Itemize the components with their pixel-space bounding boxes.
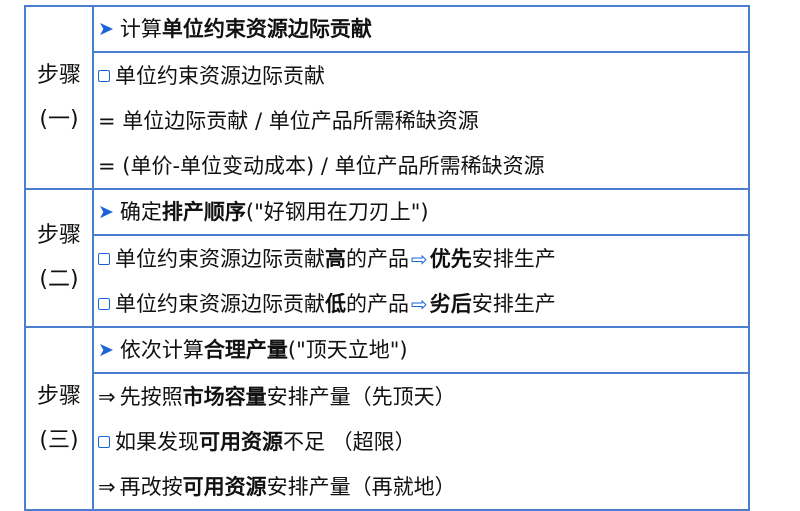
step3-line-1-c: 安排产量（先顶天） (266, 384, 456, 409)
step1-heading-row: 步骤 (一) ➤ 计算单位约束资源边际贡献 (24, 5, 750, 190)
step2-line-2-b: 低 (325, 291, 346, 316)
step3-label: 步骤 (三) (24, 326, 94, 511)
step3-heading-post: ("顶天立地") (287, 338, 408, 362)
step1-line-3: = (单价-单位变动成本) / 单位产品所需稀缺资源 (98, 143, 748, 188)
step2-line-2-d: 劣后 (429, 291, 472, 316)
arrowhead-bullet-icon: ➤ (98, 201, 114, 223)
step3-line-3-c: 安排产量（再就地） (266, 474, 456, 499)
step3-label-top: 步骤 (36, 383, 81, 409)
step3-heading-cell: ➤ 依次计算合理产量 ("顶天立地") (92, 326, 750, 374)
step1-heading-pre: 计算 (119, 17, 162, 41)
step3-line-1-b: 市场容量 (182, 384, 267, 409)
step2-heading-bold: 排产顺序 (161, 200, 246, 224)
step1-label: 步骤 (一) (24, 5, 94, 190)
step2-heading-post: ("好钢用在刀刃上") (245, 200, 429, 224)
step2-heading-pre: 确定 (119, 200, 162, 224)
step2-line-1-d: 优先 (429, 246, 472, 271)
step1-line-2-text: = 单位边际贡献 / 单位产品所需稀缺资源 (98, 108, 479, 133)
step2-heading-row: 步骤 (二) ➤ 确定排产顺序 ("好钢用在刀刃上") (24, 188, 750, 328)
step2-label-bottom: (二) (39, 267, 79, 292)
step1-body-row: 单位约束资源边际贡献 = 单位边际贡献 / 单位产品所需稀缺资源 = (单价-单… (25, 51, 750, 190)
step2-label: 步骤 (二) (24, 188, 94, 328)
step2-line-1-c: 的产品 (346, 246, 409, 271)
square-bullet-icon (98, 69, 110, 82)
step1-line-1-text: 单位约束资源边际贡献 (115, 63, 325, 88)
square-bullet-icon (98, 252, 110, 265)
hollow-right-arrow-icon: ⇨ (411, 291, 428, 316)
step3-line-2: 如果发现可用资源不足 （超限） (98, 419, 748, 464)
step1-line-3-text: = (单价-单位变动成本) / 单位产品所需稀缺资源 (98, 153, 545, 178)
steps-table: 步骤 (一) ➤ 计算单位约束资源边际贡献 单位约束资源边际贡献 = 单位边际贡… (24, 5, 750, 511)
step2-line-2-e: 安排生产 (471, 291, 556, 316)
step3-body-cell: ⇒先按照市场容量安排产量（先顶天） 如果发现可用资源不足 （超限） ⇒再改按可用… (92, 372, 750, 511)
arrowhead-bullet-icon: ➤ (98, 339, 114, 361)
step3-line-2-a: 如果发现 (115, 429, 199, 454)
step2-body-row: 单位约束资源边际贡献高的产品⇨优先安排生产 单位约束资源边际贡献低的产品⇨劣后安… (25, 234, 750, 328)
step2-line-1-b: 高 (325, 246, 346, 271)
step2-line-2-c: 的产品 (346, 291, 409, 316)
step2-line-1-e: 安排生产 (471, 246, 556, 271)
step2-line-1: 单位约束资源边际贡献高的产品⇨优先安排生产 (98, 236, 748, 281)
step3-line-3-a: 再改按 (119, 474, 183, 499)
step1-label-top: 步骤 (36, 62, 81, 88)
step3-line-2-c: 不足 （超限） (283, 429, 416, 454)
step3-line-1: ⇒先按照市场容量安排产量（先顶天） (98, 374, 748, 419)
step1-body-cell: 单位约束资源边际贡献 = 单位边际贡献 / 单位产品所需稀缺资源 = (单价-单… (92, 51, 750, 190)
step3-heading-row: 步骤 (三) ➤ 依次计算合理产量 ("顶天立地") (24, 326, 750, 511)
step2-heading-cell: ➤ 确定排产顺序 ("好钢用在刀刃上") (92, 188, 750, 236)
arrowhead-bullet-icon: ➤ (98, 18, 114, 40)
square-bullet-icon (98, 297, 110, 310)
step3-line-1-a: 先按照 (119, 384, 183, 409)
step2-body-cell: 单位约束资源边际贡献高的产品⇨优先安排生产 单位约束资源边际贡献低的产品⇨劣后安… (92, 234, 750, 328)
square-bullet-icon (98, 435, 110, 448)
step2-line-1-a: 单位约束资源边际贡献 (115, 246, 325, 271)
step2-line-2-a: 单位约束资源边际贡献 (115, 291, 325, 316)
hollow-right-arrow-icon: ⇨ (411, 246, 428, 271)
step3-heading-bold: 合理产量 (203, 338, 288, 362)
step1-heading-cell: ➤ 计算单位约束资源边际贡献 (92, 5, 750, 53)
implies-arrow-icon: ⇒ (98, 474, 116, 499)
step1-line-1: 单位约束资源边际贡献 (98, 53, 748, 98)
step3-body-row: ⇒先按照市场容量安排产量（先顶天） 如果发现可用资源不足 （超限） ⇒再改按可用… (25, 372, 750, 511)
step2-label-top: 步骤 (36, 223, 81, 248)
step3-line-3-b: 可用资源 (182, 474, 267, 499)
step2-line-2: 单位约束资源边际贡献低的产品⇨劣后安排生产 (98, 281, 748, 326)
step3-line-2-b: 可用资源 (199, 429, 283, 454)
step3-line-3: ⇒再改按可用资源安排产量（再就地） (98, 464, 748, 509)
step1-label-bottom: (一) (39, 106, 79, 132)
step1-heading-bold: 单位约束资源边际贡献 (161, 17, 372, 41)
step3-heading-pre: 依次计算 (119, 338, 204, 362)
implies-arrow-icon: ⇒ (98, 384, 116, 409)
step3-label-bottom: (三) (39, 427, 79, 453)
step1-line-2: = 单位边际贡献 / 单位产品所需稀缺资源 (98, 98, 748, 143)
